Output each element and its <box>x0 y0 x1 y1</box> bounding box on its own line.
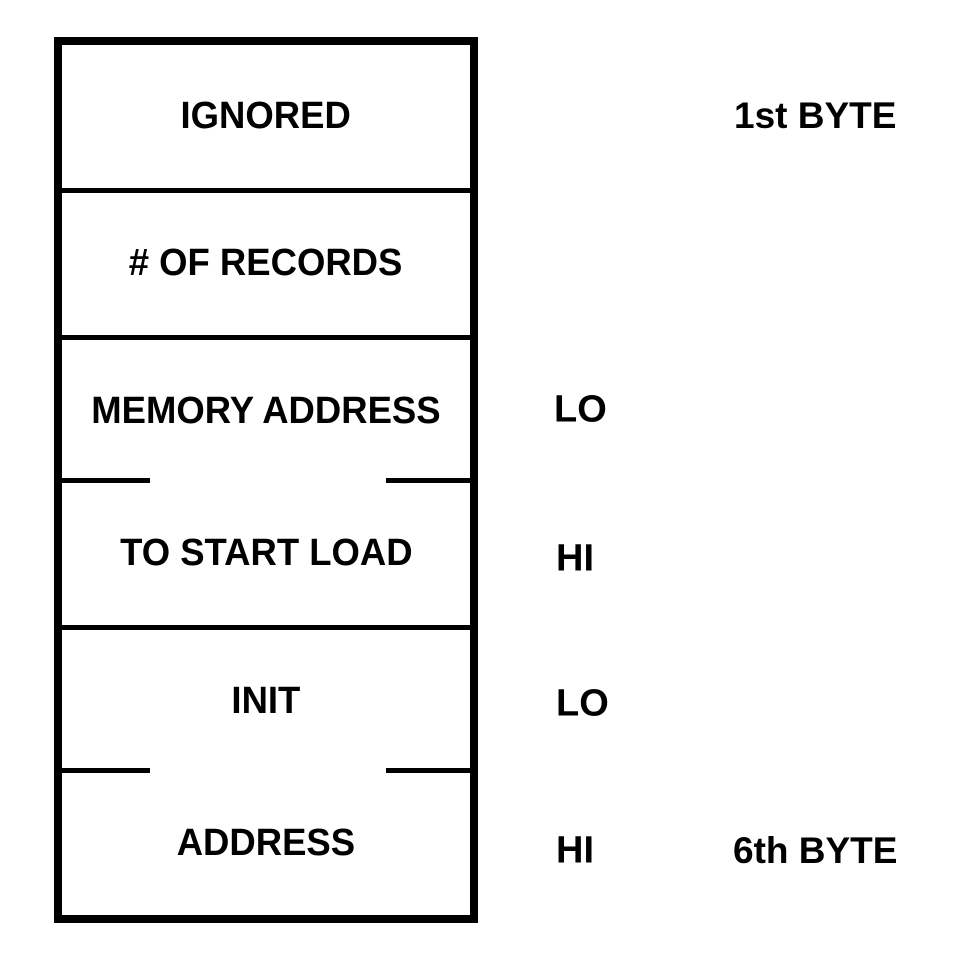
field-row-num-records: # OF RECORDS <box>62 193 470 340</box>
field-label: ADDRESS <box>176 822 356 865</box>
field-label: IGNORED <box>180 94 352 137</box>
broken-divider-right-segment <box>386 477 470 483</box>
field-label: INIT <box>231 679 301 722</box>
byte-order-label-hi-memory-address: HI <box>556 537 594 580</box>
broken-divider-right-segment <box>386 767 470 773</box>
byte-order-label-lo-init-address: LO <box>556 682 609 725</box>
broken-divider-left-segment <box>62 767 150 773</box>
field-label: # OF RECORDS <box>129 242 403 285</box>
byte-position-annotation-first: 1st BYTE <box>734 95 897 136</box>
field-label: MEMORY ADDRESS <box>91 389 441 432</box>
broken-divider-left-segment <box>62 477 150 483</box>
record-format-box: IGNORED # OF RECORDS MEMORY ADDRESS TO S… <box>54 37 478 923</box>
field-row-init-hi: ADDRESS <box>62 773 470 916</box>
field-row-init-lo: INIT <box>62 630 470 773</box>
byte-order-label-hi-init-address: HI <box>556 829 594 872</box>
field-row-memory-address-hi: TO START LOAD <box>62 483 470 630</box>
field-row-memory-address-lo: MEMORY ADDRESS <box>62 340 470 483</box>
field-label: TO START LOAD <box>119 532 413 575</box>
byte-order-label-lo-memory-address: LO <box>554 388 607 431</box>
field-row-ignored: IGNORED <box>62 45 470 193</box>
byte-position-annotation-sixth: 6th BYTE <box>733 830 898 871</box>
